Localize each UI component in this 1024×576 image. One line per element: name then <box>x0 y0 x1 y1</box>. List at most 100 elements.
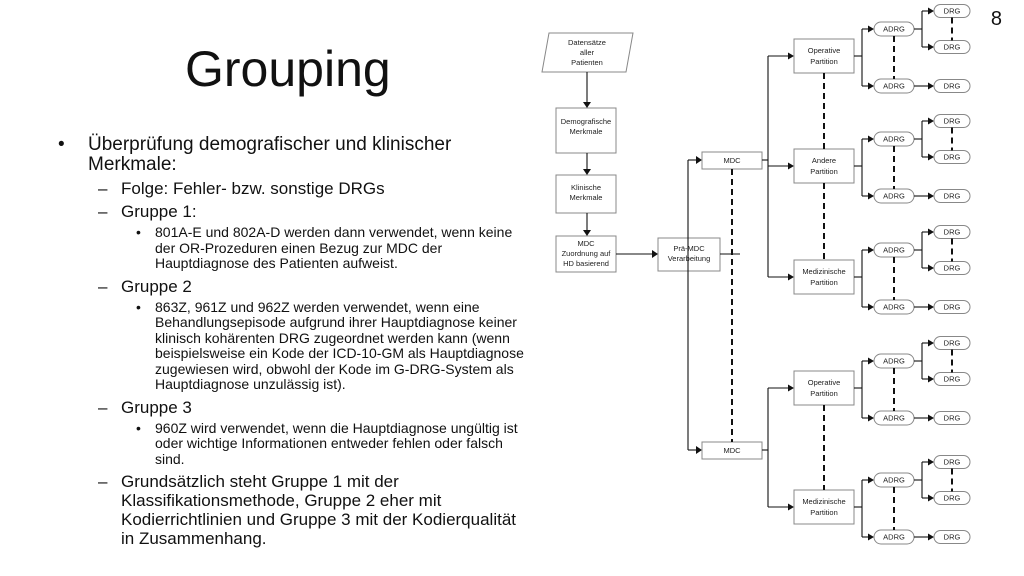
drg-node-label: DRG <box>944 494 961 503</box>
dash-marker: – <box>98 472 108 491</box>
demografische-line-2: Merkmale <box>570 127 603 136</box>
mdc-zuordnung-line-2: Zuordnung auf <box>562 249 612 258</box>
drg-node-label: DRG <box>944 43 961 52</box>
drg-node-label: DRG <box>944 458 961 467</box>
mdc-label: MDC <box>723 446 741 455</box>
adrg-node-label: ADRG <box>883 25 905 34</box>
slide-title: Grouping <box>185 41 391 97</box>
sub-bullet-text: Gruppe 2 <box>121 276 192 296</box>
arrow-head <box>928 494 934 502</box>
arrow-head <box>788 384 794 392</box>
drg-node-label: DRG <box>944 303 961 312</box>
detail-item: • 960Z wird verwendet, wenn die Hauptdia… <box>58 419 528 468</box>
sub-bullet-text: Grundsätzlich steht Gruppe 1 mit der Kla… <box>121 472 517 548</box>
adrg-node-label: ADRG <box>883 82 905 91</box>
adrg-node-label: ADRG <box>883 135 905 144</box>
sub-bullet-item: – Gruppe 3 <box>58 398 528 417</box>
adrg-node-label: ADRG <box>883 476 905 485</box>
partition-label-line-2: Partition <box>810 389 838 398</box>
klinische-line-1: Klinische <box>571 183 601 192</box>
arrow-head <box>868 246 874 254</box>
dash-marker: – <box>98 179 108 198</box>
adrg-node-label: ADRG <box>883 192 905 201</box>
partition-box <box>793 489 855 525</box>
arrow-head <box>583 169 591 175</box>
bullet-item: • Überprüfung demografischer und klinisc… <box>58 135 528 175</box>
adrg-node-label: ADRG <box>883 533 905 542</box>
sub-bullet-text: Gruppe 3 <box>121 397 192 417</box>
adrg-node-label: ADRG <box>883 414 905 423</box>
arrow-head <box>928 43 934 51</box>
prae-mdc-line-2: Verarbeitung <box>668 254 711 263</box>
drg-node-shape <box>933 79 971 93</box>
dash-marker: – <box>98 202 108 221</box>
mdc-zuordnung-box <box>555 235 617 273</box>
drg-node-label: DRG <box>944 82 961 91</box>
arrow-head <box>928 458 934 466</box>
arrow-head <box>652 250 658 258</box>
drg-node-shape <box>933 411 971 425</box>
drg-node-label: DRG <box>944 228 961 237</box>
arrow-head <box>788 52 794 60</box>
adrg-node-label: ADRG <box>883 303 905 312</box>
drg-node-label: DRG <box>944 264 961 273</box>
arrow-head <box>788 273 794 281</box>
datensaetze-shape <box>541 32 634 73</box>
bullet-marker: • <box>58 134 65 155</box>
partition-label-line-1: Andere <box>812 156 836 165</box>
datensaetze-line-1: Datensätze <box>568 38 606 47</box>
arrow-head <box>868 476 874 484</box>
detail-text: 863Z, 961Z und 962Z werden verwendet, we… <box>155 298 524 392</box>
drg-node-label: DRG <box>944 7 961 16</box>
arrow-head <box>868 414 874 422</box>
prae-mdc-line-1: Prä-MDC <box>673 244 705 253</box>
page-number: 8 <box>990 8 1002 30</box>
partition-label-line-2: Partition <box>810 167 838 176</box>
datensaetze-line-3: Patienten <box>571 58 603 67</box>
bullet-marker: • <box>136 419 141 436</box>
dash-marker: – <box>98 397 108 417</box>
datensaetze-line-2: aller <box>580 48 595 57</box>
drg-node-label: DRG <box>944 414 961 423</box>
drg-node-label: DRG <box>944 339 961 348</box>
sub-bullet-item: – Gruppe 1: <box>58 202 528 221</box>
partition-box <box>793 148 855 184</box>
drg-node-label: DRG <box>944 375 961 384</box>
bullet-text: Überprüfung demografischer und klinische… <box>88 134 452 175</box>
mdc-zuordnung-line-1: MDC <box>577 239 595 248</box>
arrow-head <box>788 503 794 511</box>
arrow-head <box>928 117 934 125</box>
drg-node-shape <box>933 189 971 203</box>
arrow-head <box>928 82 934 90</box>
adrg-node-label: ADRG <box>883 246 905 255</box>
arrow-head <box>928 533 934 541</box>
arrow-head <box>868 533 874 541</box>
drg-node-label: DRG <box>944 117 961 126</box>
partition-box <box>793 370 855 406</box>
partition-box <box>793 38 855 74</box>
dash-marker: – <box>98 276 108 296</box>
sub-bullet-item: – Folge: Fehler- bzw. sonstige DRGs <box>58 179 528 198</box>
detail-text: 960Z wird verwendet, wenn die Hauptdiagn… <box>155 419 518 467</box>
arrow-head <box>696 156 702 164</box>
mdc-zuordnung-line-3: HD basierend <box>563 259 609 268</box>
demografische-line-1: Demografische <box>561 117 611 126</box>
partition-label-line-2: Partition <box>810 508 838 517</box>
partition-label-line-1: Operative <box>808 378 841 387</box>
arrow-head <box>868 82 874 90</box>
arrow-head <box>788 162 794 170</box>
arrow-head <box>928 7 934 15</box>
prae-mdc-box <box>657 237 721 272</box>
arrow-head <box>583 230 591 236</box>
bullet-marker: • <box>136 224 141 240</box>
arrow-head <box>928 303 934 311</box>
arrow-head <box>868 192 874 200</box>
klinische-line-2: Merkmale <box>570 193 603 202</box>
sub-bullet-text: Gruppe 1: <box>121 202 197 221</box>
bullet-list: • Überprüfung demografischer und klinisc… <box>58 135 528 552</box>
partition-label-line-1: Operative <box>808 46 841 55</box>
sub-bullet-text: Folge: Fehler- bzw. sonstige DRGs <box>121 179 385 198</box>
detail-text: 801A-E und 802A-D werden dann verwendet,… <box>155 224 513 271</box>
sub-bullet-item: – Gruppe 2 <box>58 277 528 296</box>
